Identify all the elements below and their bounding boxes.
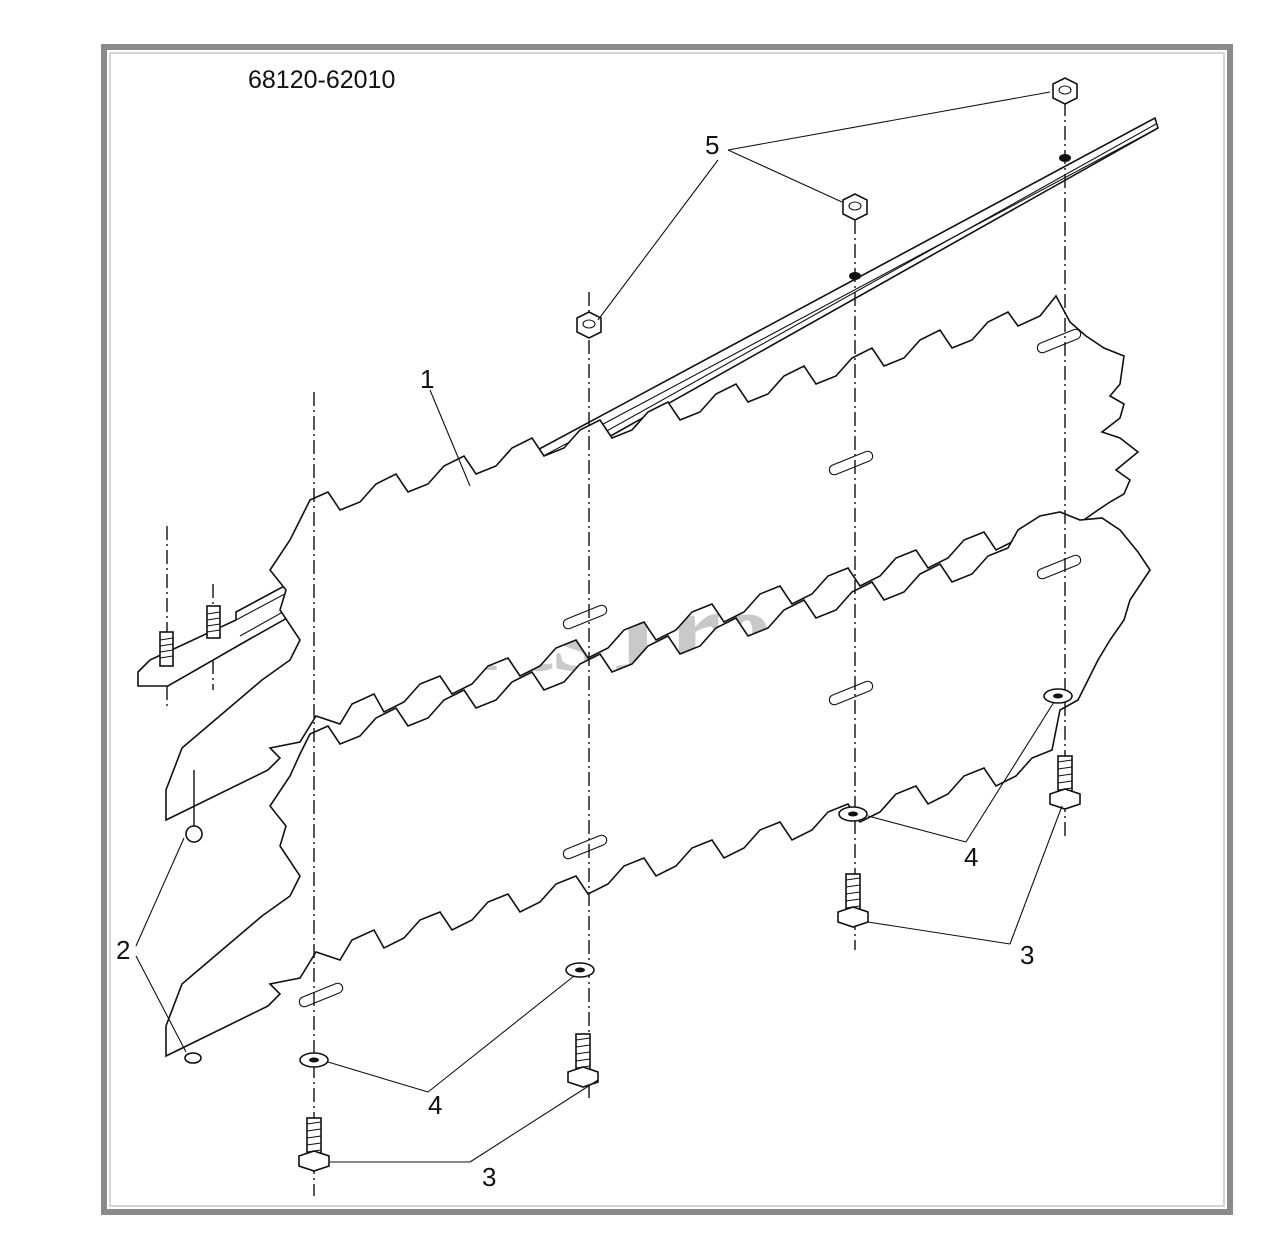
leader-lines: [135, 91, 1063, 1163]
callout-3-right: 3: [1020, 940, 1034, 970]
bolts-part-3: [298, 755, 1081, 1172]
lower-cutter-blade: [165, 511, 1151, 1064]
bar-studs: [159, 526, 221, 706]
callout-4-lower: 4: [428, 1090, 442, 1120]
callout-4-right: 4: [964, 842, 978, 872]
hex-nuts-part-5: [576, 77, 1078, 339]
part-number-label: 68120-62010: [248, 66, 395, 94]
callout-2: 2: [116, 935, 130, 965]
callout-5: 5: [705, 130, 719, 160]
callout-1: 1: [420, 364, 434, 394]
callout-3-lower: 3: [482, 1162, 496, 1192]
diagram-border: [101, 44, 1233, 1215]
washers-part-4: [299, 688, 1073, 1068]
